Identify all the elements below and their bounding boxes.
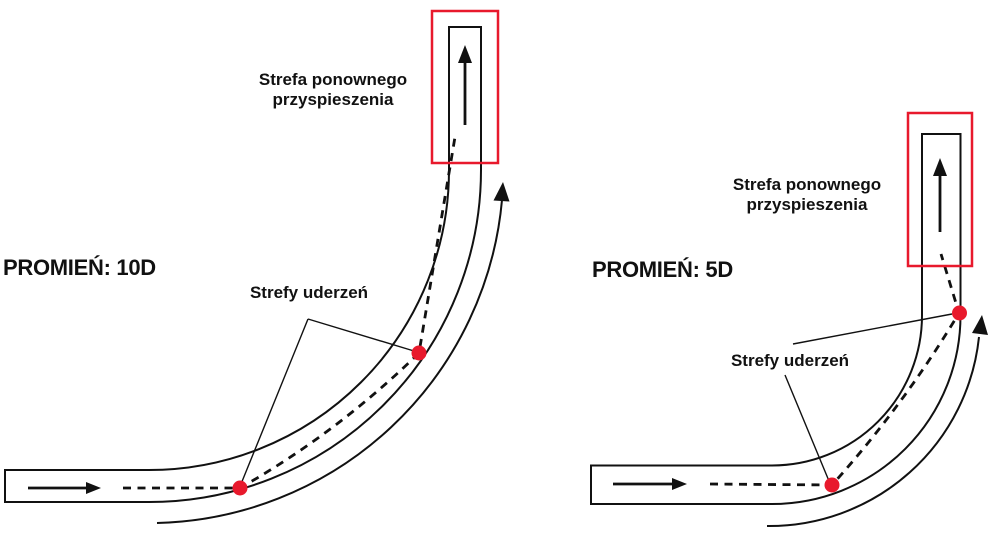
inlet-arrowhead-10d [86, 482, 101, 494]
impact-leader-line-1-5d [792, 313, 953, 345]
inlet-flow-arrow-10d [28, 482, 101, 494]
impact-point-1-5d [824, 477, 840, 493]
pipe-outline-10d [4, 26, 482, 503]
impact-point-2-10d [411, 345, 427, 361]
reacceleration-zone-label-5d: Strefa ponownego przyspieszenia [732, 175, 882, 214]
particle-path-5d [709, 253, 961, 487]
outlet-flow-arrow-10d [458, 45, 472, 125]
impact-leader-line-2-5d [784, 374, 830, 482]
impact-leader-line-1-10d [240, 318, 309, 485]
impact-point-2-5d [952, 305, 967, 321]
inlet-arrowhead-5d [672, 478, 687, 490]
impact-leader-line-2-10d [307, 318, 415, 352]
flow-arc-arrowhead-5d [972, 315, 988, 335]
reacceleration-zone-box-10d [430, 9, 500, 165]
outlet-flow-arrow-5d [933, 158, 947, 232]
radius-label-5d: PROMIEŃ: 5D [592, 257, 733, 282]
flow-arc-arrowhead-10d [493, 182, 510, 202]
impact-zones-label-5d: Strefy uderzeń [730, 351, 850, 370]
diagram-bend-5d [590, 111, 988, 528]
outlet-arrowhead-5d [933, 158, 947, 176]
radius-label-10d: PROMIEŃ: 10D [3, 255, 156, 280]
reacceleration-zone-box-5d [906, 111, 974, 268]
impact-point-1-10d [232, 480, 248, 496]
reacceleration-zone-label-10d: Strefa ponownego przyspieszenia [258, 70, 408, 109]
diagram-bend-10d [4, 9, 510, 524]
flow-direction-arc-10d [156, 199, 503, 524]
flow-direction-arc-5d [766, 336, 980, 528]
inlet-flow-arrow-5d [613, 478, 687, 490]
particle-path-10d [123, 136, 457, 490]
outlet-arrowhead-10d [458, 45, 472, 63]
impact-zones-label-10d: Strefy uderzeń [249, 283, 369, 302]
